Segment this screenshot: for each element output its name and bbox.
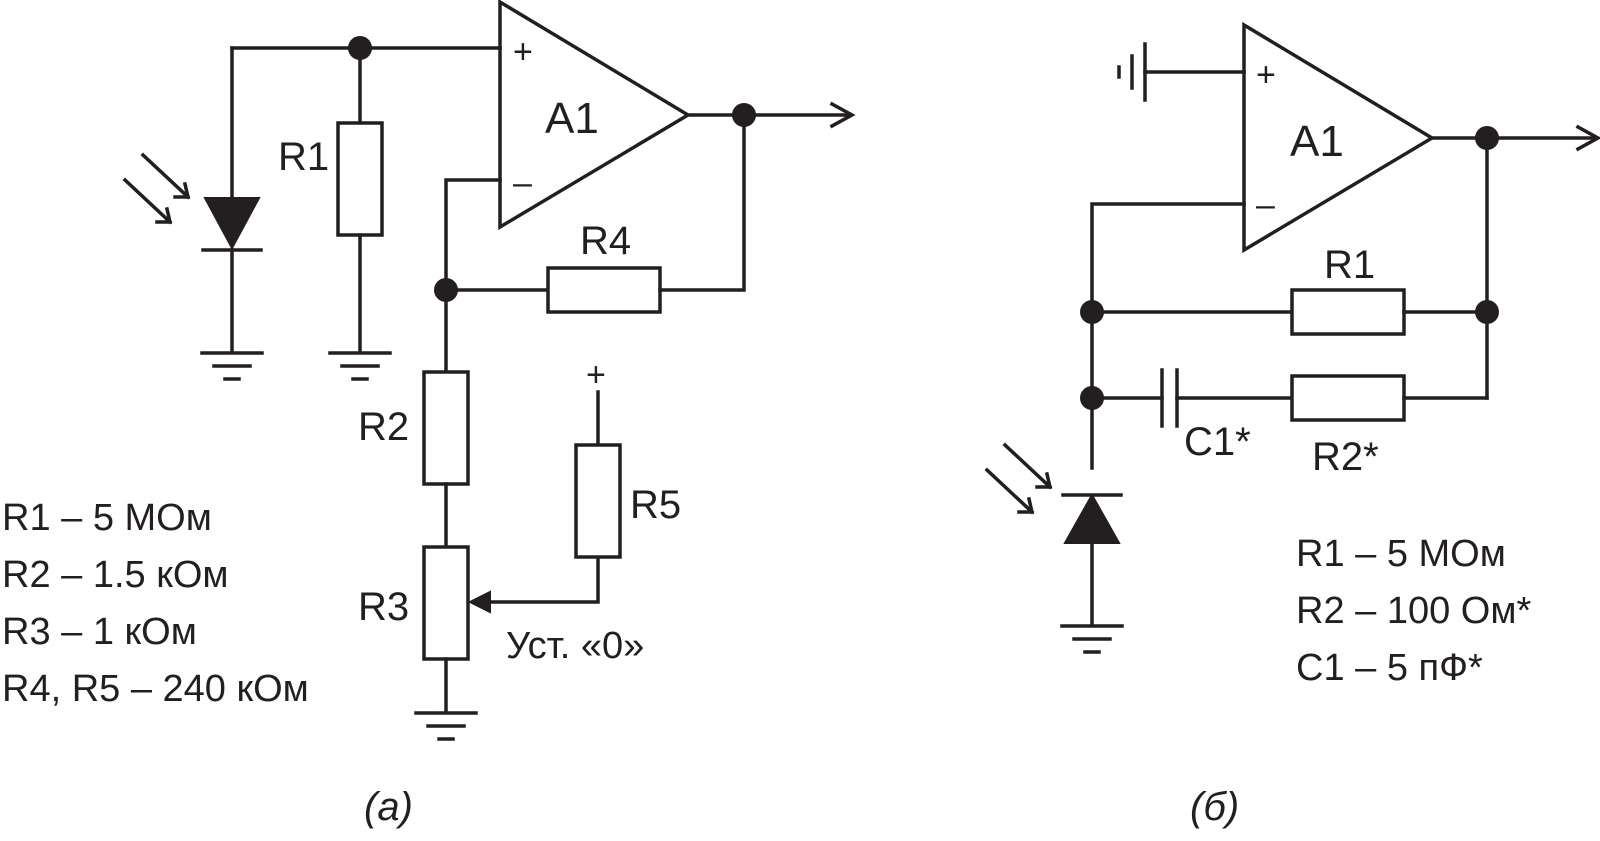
svg-text:R1: R1 [278, 135, 329, 179]
svg-text:R3 – 1 кОм: R3 – 1 кОм [2, 611, 197, 653]
resistor-r2-label: R2* [1312, 435, 1379, 479]
supply-plus-sign: + [586, 356, 606, 394]
output-a [686, 101, 856, 129]
potentiometer-r3-a: R3 [358, 545, 600, 741]
light-arrows-icon [122, 152, 191, 225]
values-list-a: R1 – 5 МОм R2 – 1.5 кОм R3 – 1 кОм R4, R… [2, 497, 309, 710]
light-arrows-icon [984, 442, 1053, 515]
svg-text:A1: A1 [1290, 117, 1344, 166]
photodiode-a [122, 46, 264, 381]
photodiode-b [984, 442, 1124, 654]
svg-text:R1 – 5 МОм: R1 – 5 МОм [2, 497, 212, 539]
ground-icon [1060, 624, 1124, 654]
opamp-a1-a: A1 + – [498, 0, 692, 231]
opamp-b-plus-sign: + [1256, 56, 1276, 94]
opamp-a-plus-sign: + [513, 33, 533, 71]
resistor-r5-a: R5 + [574, 356, 681, 559]
caption-b: (б) [1190, 785, 1239, 829]
resistor-r1-b: R1 [1080, 136, 1499, 400]
opamp-a1-b: A1 + – [1242, 21, 1436, 254]
svg-text:R4, R5 – 240 кОм: R4, R5 – 240 кОм [2, 668, 309, 710]
svg-text:R3: R3 [358, 585, 409, 629]
minus-input-wire-a [444, 178, 502, 292]
opamp-b-minus-sign: – [1256, 186, 1275, 224]
opamp-a-minus-sign: – [513, 164, 532, 202]
svg-text:C1 – 5 пФ*: C1 – 5 пФ* [1296, 647, 1483, 689]
svg-text:R2 – 1.5 кОм: R2 – 1.5 кОм [2, 554, 229, 596]
ground-icon [200, 351, 264, 381]
output-b [1430, 124, 1600, 152]
zero-adjust-label: Уст. «0» [506, 625, 644, 667]
svg-text:R1 – 5 МОм: R1 – 5 МОм [1296, 533, 1506, 575]
resistor-r1-a: R1 [278, 46, 392, 381]
values-list-b: R1 – 5 МОм R2 – 100 Ом* C1 – 5 пФ* [1296, 533, 1531, 689]
plus-input-wire-a [230, 36, 502, 60]
resistor-r4-a: R4 [434, 113, 746, 314]
svg-text:R2 – 100 Ом*: R2 – 100 Ом* [1296, 590, 1531, 632]
resistor-r2-a: R2 [358, 288, 470, 549]
svg-text:R5: R5 [630, 483, 681, 527]
ground-icon [414, 711, 478, 741]
svg-text:R2: R2 [358, 405, 409, 449]
svg-text:R4: R4 [580, 219, 631, 263]
caption-a: (а) [364, 785, 413, 829]
svg-text:R1: R1 [1324, 243, 1375, 287]
circuit-b: A1 + – R1 [984, 21, 1600, 829]
plus-input-ground-b [1117, 42, 1246, 102]
capacitor-c1-label: C1* [1184, 420, 1251, 464]
ground-icon [328, 351, 392, 381]
circuit-a: A1 + – [2, 0, 856, 829]
svg-text:A1: A1 [545, 94, 599, 143]
rc-branch-b: C1* R2* [1080, 368, 1489, 479]
minus-input-wire-b [1090, 202, 1246, 470]
